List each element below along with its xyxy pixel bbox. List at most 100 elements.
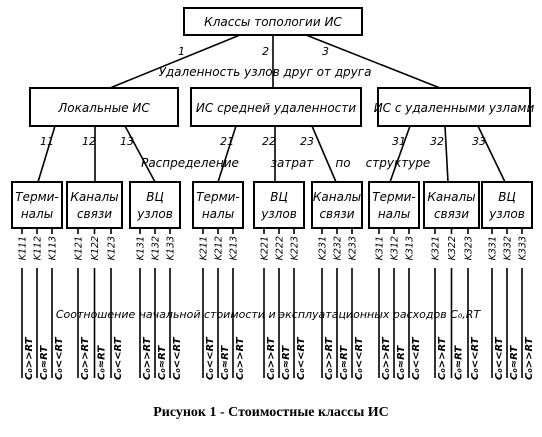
level1-medium-label: ИС средней удаленности (196, 101, 356, 115)
code-label: K211 (199, 236, 210, 260)
figure-caption: Рисунок 1 - Стоимостные классы ИС (153, 405, 389, 420)
code-label: K223 (290, 236, 301, 260)
leaf-label-line2: узлов (488, 207, 525, 221)
condition-label: C₀≈RT (281, 345, 292, 380)
code-labels: K111 K112 K113 K121 K122 K123 K131 K132 K133 K211… (18, 228, 529, 378)
condition-label: C₀<<RT (113, 336, 124, 380)
condition-label: C₀≈RT (39, 345, 50, 380)
code-label: K323 (464, 236, 475, 260)
code-label: K212 (214, 236, 225, 260)
condition-label: C₀≈RT (157, 345, 168, 380)
level1-remote: ИС с удаленными узлами (374, 87, 535, 127)
caption-word-distribution: Распределение (141, 156, 239, 170)
leaf-box (129, 181, 181, 229)
code-label: K123 (107, 236, 118, 260)
leaf-node: Терми-налы (192, 181, 244, 229)
condition-label: C₀>>RT (266, 336, 277, 380)
condition-label: C₀>>RT (437, 336, 448, 380)
code-label: K311 (375, 236, 386, 260)
code-label: K222 (275, 236, 286, 260)
code-label: K121 (74, 236, 85, 260)
level1-local: Локальные ИС (29, 87, 179, 127)
caption-word-costs: затрат (271, 156, 315, 170)
leaf-box (368, 181, 420, 229)
condition-label: C₀<<RT (470, 336, 481, 380)
code-label: K322 (447, 236, 458, 260)
code-label: K332 (503, 236, 514, 260)
code-label: K312 (390, 236, 401, 260)
leaf-node: Терми-налы (11, 181, 63, 229)
leaf-node: Терми-налы (368, 181, 420, 229)
leaf-label-line1: Терми- (15, 190, 59, 204)
leaf-nodes: Терми-налы Каналы связи ВЦ узлов Терми-налы ВЦ… (11, 181, 533, 229)
leaf-label-line2: связи (319, 207, 354, 221)
leaf-box (192, 181, 244, 229)
code-label: K333 (518, 236, 529, 260)
leaf-label-line1: ВЦ (146, 190, 164, 204)
code-label: K213 (229, 236, 240, 260)
leaf-label-line2: налы (21, 207, 53, 221)
code-label: K111 (18, 236, 29, 260)
code-label: K131 (136, 236, 147, 260)
caption-word-structure: структуре (366, 156, 431, 170)
leaf-label-line2: узлов (260, 207, 297, 221)
branch-number-2: 2 (262, 45, 269, 58)
condition-label: C₀<<RT (54, 336, 65, 380)
condition-label: C₀≈RT (454, 345, 465, 380)
ratio-caption: Соотношение начальной стоимости и эксплу… (56, 308, 482, 321)
level1-remote-label: ИС с удаленными узлами (374, 101, 535, 115)
leaf-box (481, 181, 533, 229)
subnumber-11: 11 (40, 135, 54, 148)
leaf-box (423, 181, 480, 229)
condition-label: C₀<<RT (411, 336, 422, 380)
leaf-label-line1: Терми- (196, 190, 240, 204)
code-label: K112 (33, 236, 44, 260)
leaf-node: ВЦ узлов (481, 181, 533, 229)
condition-label: C₀>>RT (381, 336, 392, 380)
condition-label: C₀<<RT (172, 336, 183, 380)
leaf-label-line1: Каналы (70, 190, 118, 204)
branch-number-3: 3 (322, 45, 329, 58)
condition-label: C₀>>RT (324, 336, 335, 380)
condition-label: C₀>>RT (80, 336, 91, 380)
subnumber-23: 23 (300, 135, 314, 148)
condition-label: C₀≈RT (396, 345, 407, 380)
subnumber-32: 32 (430, 135, 444, 148)
level1-local-label: Локальные ИС (57, 101, 150, 115)
condition-label: C₀>>RT (142, 336, 153, 380)
code-label: K321 (431, 236, 442, 260)
condition-label: C₀<<RT (354, 336, 365, 380)
condition-labels: C₀>>RT C₀≈RT C₀<<RT C₀>>RT C₀≈RT C₀<<RT C₀>>RT… (24, 336, 535, 380)
condition-label: C₀>>RT (235, 336, 246, 380)
leaf-label-line2: налы (378, 207, 410, 221)
leaf-label-line1: ВЦ (270, 190, 288, 204)
leaf-label-line1: Каналы (313, 190, 361, 204)
leaf-label-line1: ВЦ (498, 190, 516, 204)
code-label: K113 (48, 236, 59, 260)
subnumber-12: 12 (82, 135, 96, 148)
level1-medium: ИС средней удаленности (190, 87, 362, 127)
code-label: K231 (318, 236, 329, 260)
leaf-label-line2: налы (202, 207, 234, 221)
condition-label: C₀<<RT (494, 336, 505, 380)
code-label: K232 (333, 236, 344, 260)
condition-label: C₀≈RT (339, 345, 350, 380)
code-label: K122 (90, 236, 101, 260)
condition-label: C₀≈RT (509, 345, 520, 380)
code-label: K221 (260, 236, 271, 260)
leaf-label-line2: связи (434, 207, 469, 221)
code-label: K233 (348, 236, 359, 260)
code-label: K133 (166, 236, 177, 260)
code-label: K132 (151, 236, 162, 260)
leaf-node: ВЦ узлов (253, 181, 305, 229)
condition-label: C₀<<RT (296, 336, 307, 380)
root-connectors: 1 2 3 (109, 34, 441, 89)
leaf-node: Каналы связи (311, 181, 363, 229)
condition-label: C₀>>RT (524, 336, 535, 380)
root-label: Классы топологии ИС (204, 15, 342, 29)
leaf-box (66, 181, 123, 229)
